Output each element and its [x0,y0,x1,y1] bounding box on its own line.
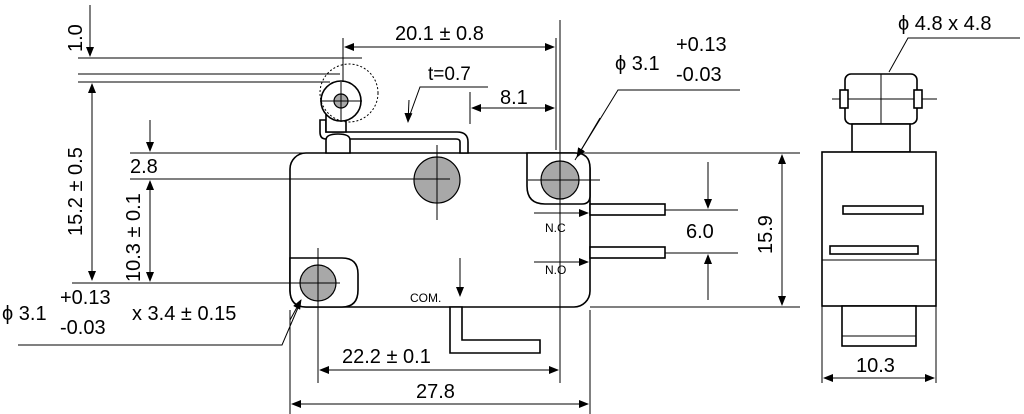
side-neck [851,123,911,153]
top-gap-label: 1.0 [65,24,87,52]
height-left-label: 15.2 ± 0.5 [65,147,87,236]
terminal-no-label: N.O [545,263,566,277]
hole-tol-minus-label: -0.03 [676,64,722,86]
hole-bottom-plus-label: +0.13 [60,287,111,309]
side-com-terminal [841,305,917,347]
hole-dia-bottom-label: ϕ 3.1 [2,303,47,325]
hole-tol-plus-label: +0.13 [676,34,727,56]
side-terminal-bar-2 [829,245,919,255]
front-dimensions: 1.0 15.2 ± 0.5 2.8 10.3 ± 0.1 20.1 ± 0.8… [2,5,800,414]
plunger [325,133,351,154]
offset-right-label: 8.1 [500,87,528,109]
body-length-label: 27.8 [416,381,455,403]
side-roller-axle-left [839,89,849,109]
side-width-label: 10.3 [856,355,895,377]
terminal-no [589,246,666,259]
roller-travel-outline [319,63,379,123]
hole-span-label: 22.2 ± 0.1 [342,346,431,368]
terminal-nc-label: N.C [545,221,566,235]
front-view: N.C N.O COM. [289,20,666,383]
overall-top-label: 20.1 ± 0.8 [395,23,484,45]
hole-bottom-minus-label: -0.03 [60,317,106,339]
inner-height-label: 10.3 ± 0.1 [123,193,145,282]
terminal-com-label: COM. [410,291,441,305]
hole-bottom-len-label: x 3.4 ± 0.15 [132,303,236,325]
roller-size-label: ϕ 4.8 x 4.8 [898,13,991,35]
terminal-com [449,306,541,354]
side-terminal-bar-1 [842,205,924,215]
side-roller-axle-right [913,89,923,109]
small-gap-label: 2.8 [130,156,158,178]
lever-arm [319,119,469,154]
hole-dia-top-label: ϕ 3.1 [615,53,660,75]
terminal-spacing-label: 6.0 [686,221,714,243]
side-view: ϕ 4.8 x 4.8 10.3 [821,13,1020,383]
terminal-nc [589,203,666,216]
body-height-label: 15.9 [755,215,777,254]
side-body [821,151,937,307]
thickness-label: t=0.7 [428,64,471,85]
